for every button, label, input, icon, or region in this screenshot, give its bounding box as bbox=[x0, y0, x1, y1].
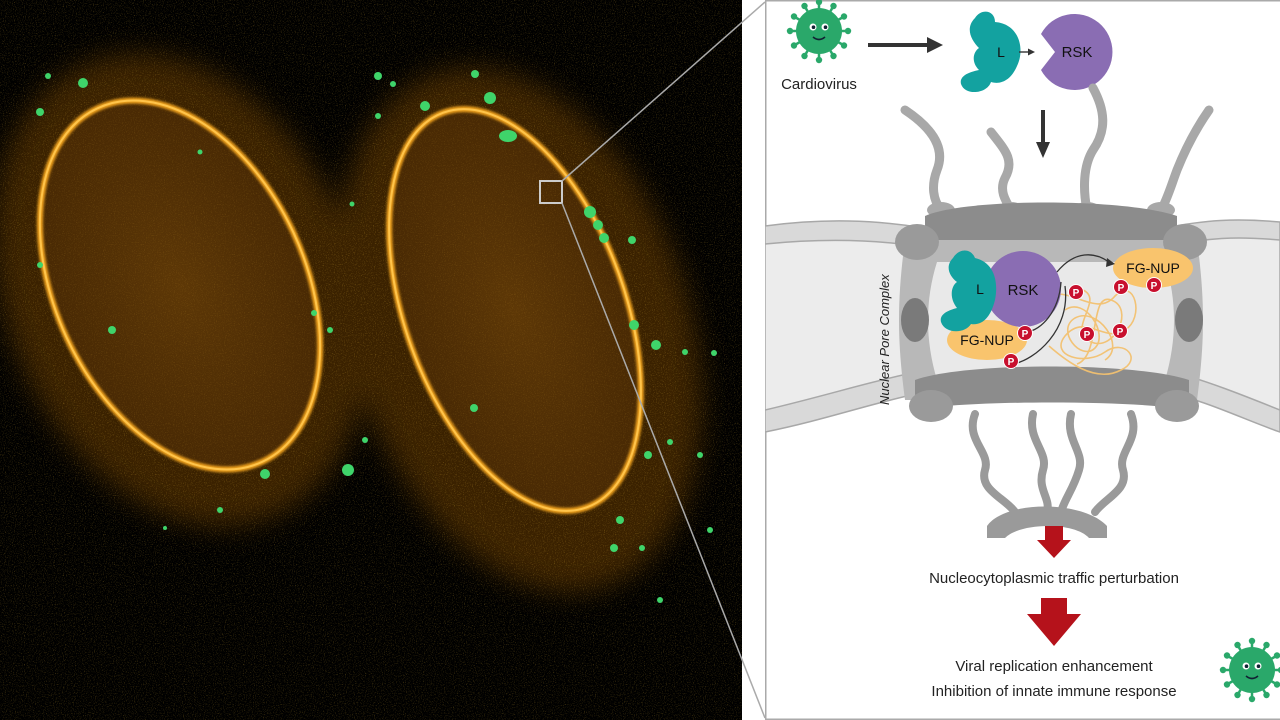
leader-protein-top bbox=[960, 11, 1021, 93]
svg-text:P: P bbox=[1084, 330, 1091, 341]
svg-text:P: P bbox=[1118, 283, 1125, 294]
phospho-badge: P bbox=[1112, 323, 1128, 339]
outcome-immune-inhibition: Inhibition of innate immune response bbox=[931, 683, 1176, 700]
fluorescence-micrograph bbox=[0, 0, 742, 720]
outcome-traffic-perturbation: Nucleocytoplasmic traffic perturbation bbox=[929, 570, 1179, 587]
svg-text:P: P bbox=[1008, 357, 1015, 368]
svg-text:P: P bbox=[1151, 281, 1158, 292]
binding-arrow-icon bbox=[1019, 48, 1035, 56]
rsk-label-top: RSK bbox=[1062, 44, 1093, 61]
fg-nup-top bbox=[1113, 248, 1193, 288]
fg-nup-label-bottom: FG-NUP bbox=[960, 332, 1014, 348]
phospho-badge: P bbox=[1146, 277, 1162, 293]
npc-label: Nuclear Pore Complex bbox=[877, 274, 892, 405]
arrow-right-icon bbox=[868, 37, 943, 53]
rsk-label-complex: RSK bbox=[1008, 282, 1039, 299]
svg-text:P: P bbox=[1117, 327, 1124, 338]
leader-label-complex: L bbox=[976, 281, 984, 297]
svg-text:P: P bbox=[1022, 329, 1029, 340]
arrow-down-red-1 bbox=[1037, 526, 1071, 558]
rsk-kinase-complex bbox=[985, 251, 1061, 327]
nucleus-left bbox=[36, 97, 324, 473]
outcome-viral-replication: Viral replication enhancement bbox=[955, 658, 1153, 675]
fg-nup-bottom bbox=[947, 320, 1027, 360]
leader-protein-complex bbox=[940, 250, 997, 332]
fg-nup-label-top: FG-NUP bbox=[1126, 260, 1180, 276]
phospho-badge: P bbox=[1113, 279, 1129, 295]
cytoplasmic-filaments bbox=[900, 83, 1214, 215]
zoom-region-box bbox=[539, 180, 563, 204]
mechanism-diagram: Cardiovirus L RSK bbox=[765, 0, 1280, 720]
phospho-badge: P bbox=[1003, 353, 1019, 369]
leader-label-top: L bbox=[997, 44, 1005, 60]
arrow-down-red-2 bbox=[1027, 598, 1081, 646]
phospho-badge: P bbox=[1068, 284, 1084, 300]
basket-ring bbox=[987, 506, 1107, 538]
phospho-badge: P bbox=[1017, 325, 1033, 341]
rsk-kinase-top bbox=[1041, 14, 1113, 90]
svg-text:P: P bbox=[1073, 288, 1080, 299]
nuclear-basket bbox=[968, 410, 1138, 516]
arrow-down-icon bbox=[1036, 110, 1050, 158]
phospho-badges: P P P P P P P bbox=[1003, 277, 1162, 369]
virus-label: Cardiovirus bbox=[781, 76, 857, 93]
phospho-badge: P bbox=[1079, 326, 1095, 342]
